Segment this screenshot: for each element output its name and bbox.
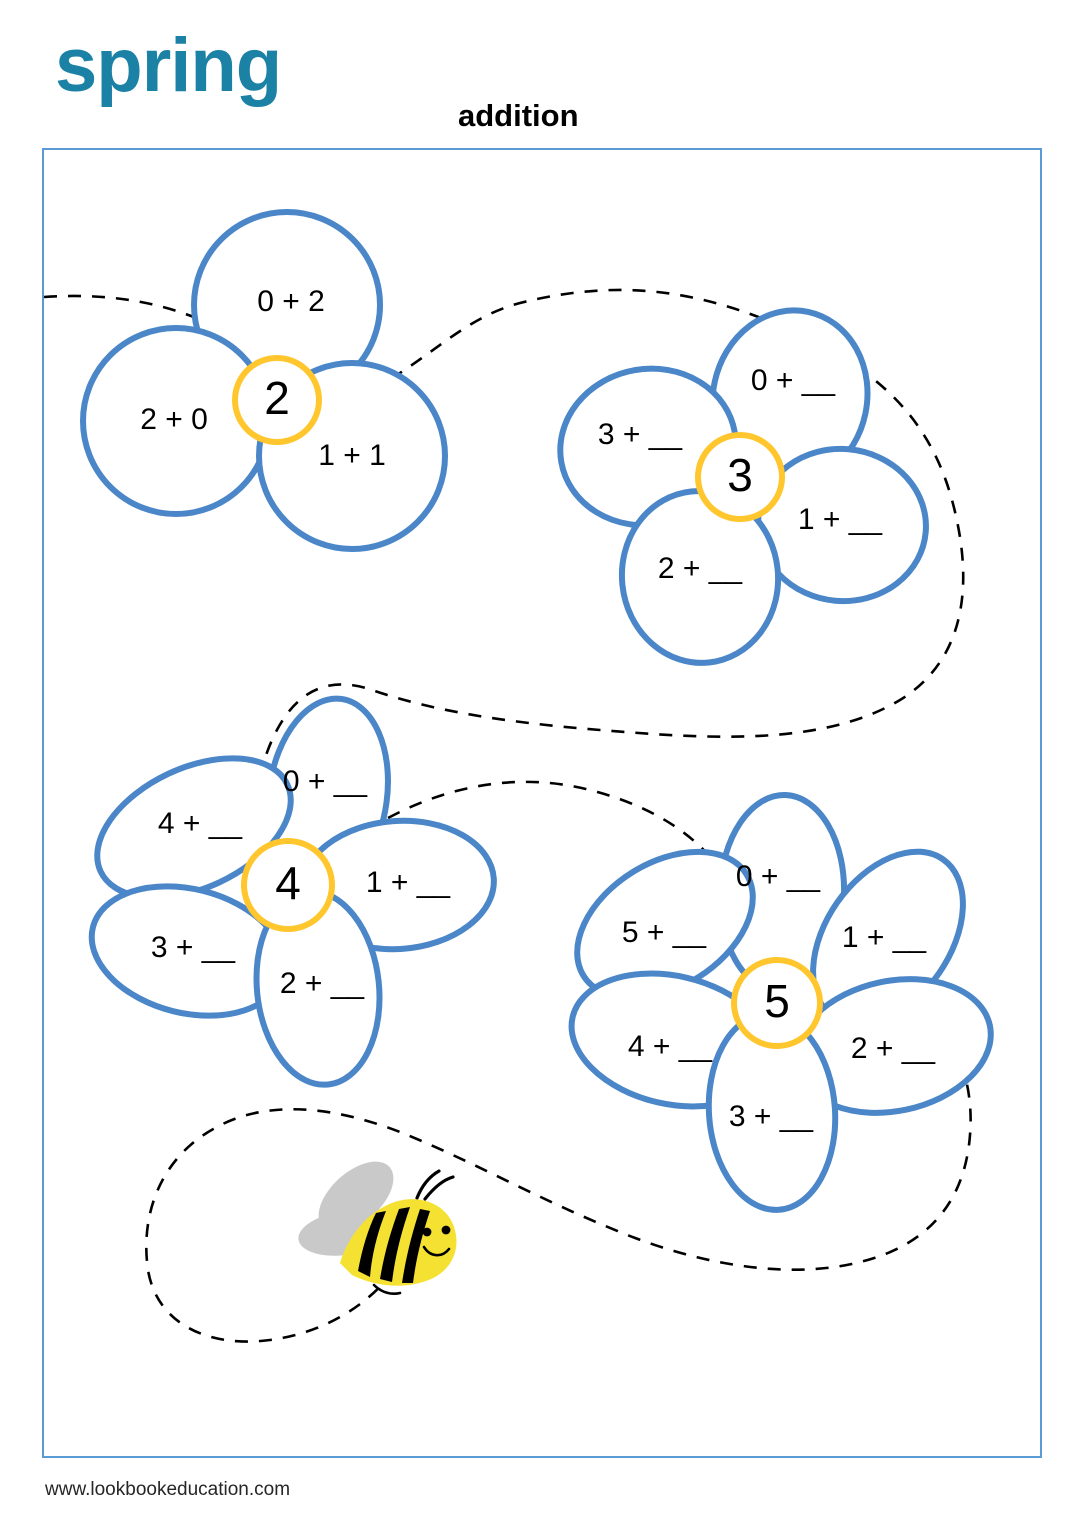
page-title: spring: [55, 23, 282, 108]
worksheet-frame: [42, 148, 1042, 1458]
footer-website[interactable]: www.lookbookeducation.com: [45, 1479, 291, 1500]
page-subtitle: addition: [458, 98, 579, 133]
